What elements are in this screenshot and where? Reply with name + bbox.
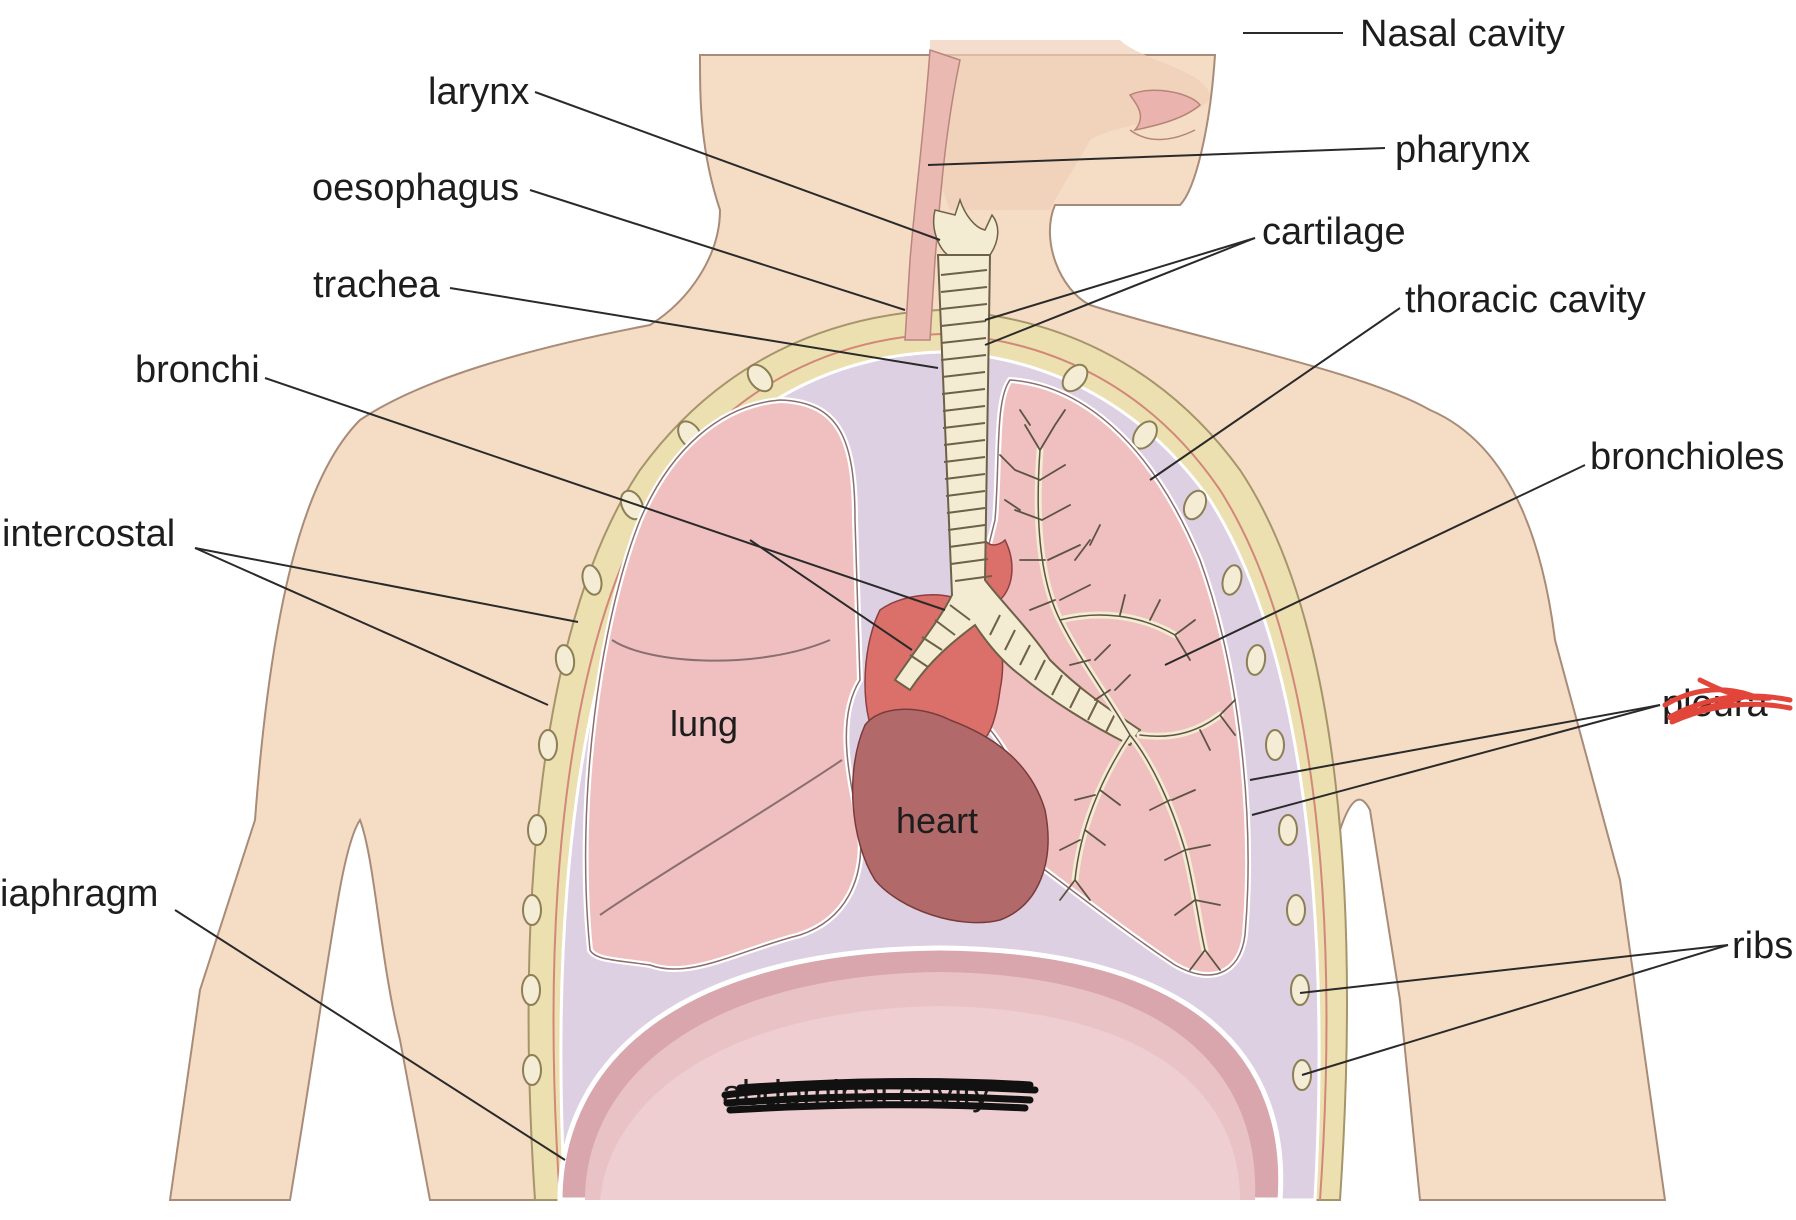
leader-intercostal-a (194, 547, 579, 623)
rib (1245, 644, 1267, 676)
label-bronchi: bronchi (135, 349, 260, 391)
bronchiole-tree (999, 409, 1236, 971)
leader-pleura-a (1249, 704, 1661, 781)
label-larynx: larynx (428, 71, 529, 113)
leader-diaphragm (174, 909, 566, 1161)
rib (1221, 564, 1243, 596)
labels: Nasal cavity larynx pharynx oesophagus c… (0, 13, 1793, 1114)
right-bronchus-rings (989, 614, 1117, 733)
rib (1290, 974, 1310, 1006)
rib (1182, 489, 1208, 521)
trachea-rings (940, 269, 993, 582)
leader-cartilage-b (984, 237, 1256, 346)
rib (1278, 814, 1298, 846)
scribbled-abdominal-label: abdominal cavity (721, 1072, 1039, 1114)
label-thoracic-cavity: thoracic cavity (1405, 279, 1646, 321)
leader-bronchi-branch (749, 539, 913, 651)
leader-ribs-a (1299, 944, 1729, 994)
rib (538, 729, 558, 761)
label-nasal-cavity: Nasal cavity (1360, 13, 1565, 55)
red-scribble (1662, 677, 1793, 725)
rib (554, 644, 576, 676)
leader-ribs-b (1301, 944, 1729, 1076)
bronchiole-twigs (999, 409, 1236, 971)
leader-thoracic-cavity (1149, 307, 1401, 481)
label-intercostal: intercostal (2, 513, 175, 555)
airway (893, 48, 1142, 747)
rib (522, 894, 542, 926)
leader-pharynx (927, 147, 1386, 166)
scribbled-pleura-label: pleura (1662, 677, 1793, 725)
leader-larynx (534, 91, 941, 241)
label-cartilage: cartilage (1262, 211, 1406, 253)
rib (1061, 363, 1089, 393)
rib (521, 974, 541, 1006)
rib (581, 564, 603, 596)
rib (527, 814, 547, 846)
leader-bronchioles (1164, 464, 1586, 666)
leader-trachea (449, 287, 939, 369)
label-bronchioles: bronchioles (1590, 436, 1784, 478)
trachea-tube (893, 254, 1142, 747)
rib (746, 363, 774, 393)
label-lung: lung (670, 703, 738, 744)
leader-pleura-b (1251, 704, 1661, 816)
leader-cartilage-a (984, 237, 1256, 321)
left-bronchus-rings (909, 604, 971, 668)
chin-detail (1129, 129, 1196, 141)
mouth-detail (1128, 89, 1202, 132)
label-ribs: ribs (1732, 925, 1793, 967)
rib (1286, 894, 1306, 926)
leader-oesophagus (529, 189, 906, 311)
left-lung-fissure (611, 639, 831, 662)
leader-bronchi (264, 377, 946, 611)
larynx-cartilage (933, 197, 999, 256)
chest-wall-muscle-line (552, 332, 1328, 1201)
heart-ventricles (851, 708, 1049, 924)
neck-shadow (928, 40, 1210, 210)
leader-intercostal-b (194, 547, 549, 706)
black-scribble (721, 1078, 1039, 1114)
pharynx-tube (904, 48, 961, 341)
rib (1265, 729, 1285, 761)
label-heart: heart (896, 800, 978, 841)
left-lung-outline (584, 399, 862, 970)
left-lung-fissure-lower (599, 759, 843, 916)
label-trachea: trachea (313, 264, 441, 306)
label-oesophagus: oesophagus (312, 167, 519, 209)
label-diaphragm: iaphragm (0, 873, 158, 915)
label-pharynx: pharynx (1395, 129, 1530, 171)
rib (522, 1054, 542, 1086)
leader-lines (174, 32, 1729, 1161)
